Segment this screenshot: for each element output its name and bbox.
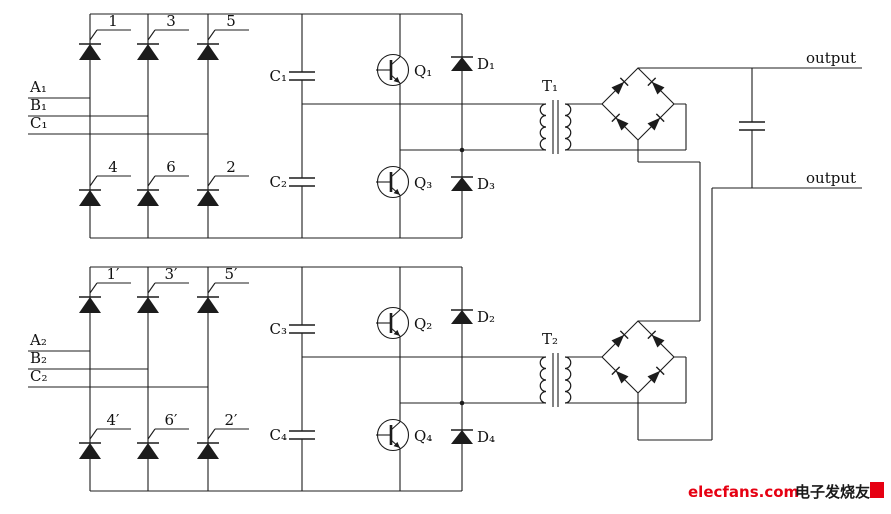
output-capacitor — [738, 121, 766, 131]
thyristor-4p — [78, 428, 132, 460]
output-rectifier-bridge-2 — [601, 320, 675, 394]
transformer-t1 — [539, 103, 572, 151]
transistor-q1 — [374, 53, 410, 87]
phase-c1-label: C₁ — [30, 114, 48, 132]
phase-b1-label: B₁ — [30, 96, 47, 114]
capacitor-c1-label: C₁ — [270, 67, 288, 85]
capacitor-c3-label: C₃ — [270, 320, 288, 338]
thyristor-6-label: 6 — [166, 158, 176, 176]
thyristor-5 — [196, 29, 250, 61]
capacitor-c2-label: C₂ — [270, 173, 288, 191]
thyristor-6p — [136, 428, 190, 460]
secondary-winding — [564, 103, 572, 151]
wires-transformer2 — [552, 353, 687, 407]
thyristor-3p — [136, 282, 190, 314]
wires-output-network — [637, 67, 862, 441]
thyristor-3-label: 3 — [166, 12, 176, 30]
thyristor-6 — [136, 175, 190, 207]
transistor-q3 — [374, 165, 410, 199]
thyristor-2p-label: 2′ — [225, 411, 239, 429]
transistor-q3-label: Q₃ — [414, 174, 432, 192]
capacitor-c4-label: C₄ — [270, 426, 288, 444]
bridge-diamond — [601, 320, 675, 394]
diode-d2-label: D₂ — [477, 308, 495, 326]
capacitor-c2 — [288, 177, 316, 187]
transistor-q2 — [374, 306, 410, 340]
diode-d1 — [450, 56, 474, 72]
rectifier-bridge-scr-1 — [78, 29, 250, 207]
watermark-logo-square — [870, 482, 884, 498]
watermark: elecfans.com 电子发烧友 — [688, 482, 884, 501]
capacitor-c4 — [288, 430, 316, 440]
wires-transformer1 — [552, 100, 687, 154]
thyristor-1p — [78, 282, 132, 314]
transistor-q4 — [374, 418, 410, 452]
phase-a1-label: A₁ — [29, 78, 47, 96]
thyristor-4 — [78, 175, 132, 207]
thyristor-2 — [196, 175, 250, 207]
thyristor-5p-label: 5′ — [225, 265, 239, 283]
diode-d4 — [450, 429, 474, 445]
thyristor-4p-label: 4′ — [107, 411, 121, 429]
wires-converter2 — [28, 266, 546, 492]
junction-dot — [459, 147, 465, 153]
diode-d1-label: D₁ — [477, 55, 495, 73]
thyristor-3 — [136, 29, 190, 61]
wiring — [28, 13, 862, 492]
bridge-diamond — [601, 67, 675, 141]
phase-a2-label: A₂ — [29, 331, 47, 349]
junction-dot — [459, 400, 465, 406]
capacitor-c1 — [288, 71, 316, 81]
thyristor-1p-label: 1′ — [107, 265, 121, 283]
diode-d3 — [450, 176, 474, 192]
transformer-t1-label: T₁ — [542, 77, 558, 95]
transformer-t2-label: T₂ — [542, 330, 558, 348]
thyristor-1 — [78, 29, 132, 61]
output-bottom-label: output — [806, 169, 856, 187]
thyristor-1-label: 1 — [108, 12, 118, 30]
diode-d4-label: D₄ — [477, 428, 495, 446]
transformer-t2 — [539, 356, 572, 404]
output-top-label: output — [806, 49, 856, 67]
thyristor-5p — [196, 282, 250, 314]
rectifier-bridge-scr-2 — [78, 282, 250, 460]
phase-c2-label: C₂ — [30, 367, 48, 385]
primary-winding — [539, 356, 547, 404]
thyristor-3p-label: 3′ — [165, 265, 179, 283]
diode-d2 — [450, 309, 474, 325]
thyristor-2p — [196, 428, 250, 460]
thyristor-5-label: 5 — [226, 12, 236, 30]
transistor-q4-label: Q₄ — [414, 427, 432, 445]
transistor-q1-label: Q₁ — [414, 62, 432, 80]
output-rectifier-bridge-1 — [601, 67, 675, 141]
primary-winding — [539, 103, 547, 151]
phase-b2-label: B₂ — [30, 349, 47, 367]
capacitor-c3 — [288, 324, 316, 334]
wires-converter1 — [28, 13, 546, 239]
thyristor-2-label: 2 — [226, 158, 236, 176]
transistor-q2-label: Q₂ — [414, 315, 432, 333]
thyristor-4-label: 4 — [108, 158, 118, 176]
diode-d3-label: D₃ — [477, 175, 495, 193]
watermark-brand: elecfans.com — [688, 483, 799, 501]
secondary-winding — [564, 356, 572, 404]
thyristor-6p-label: 6′ — [165, 411, 179, 429]
watermark-cn: 电子发烧友 — [795, 483, 870, 501]
